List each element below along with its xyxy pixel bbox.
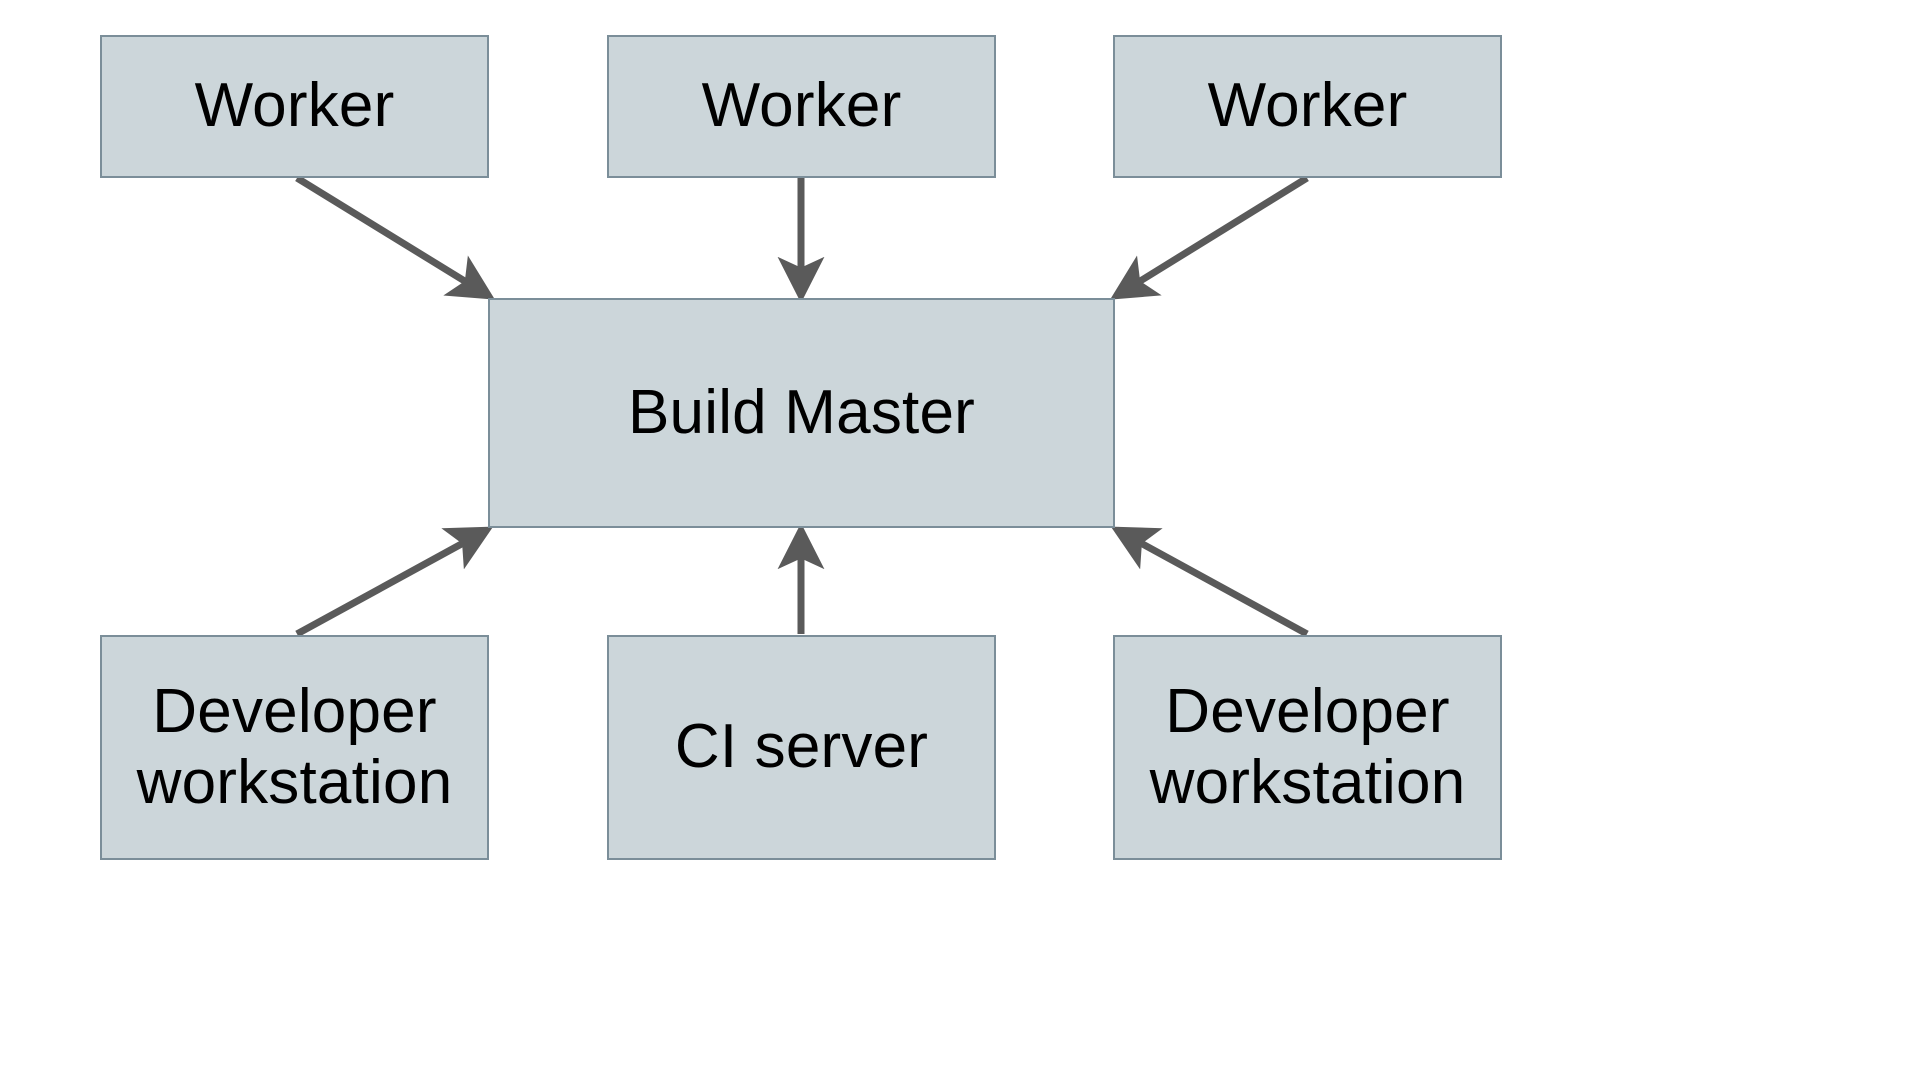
node-label-developer-workstation-1: Developer workstation xyxy=(136,676,453,817)
edge-developer-workstation-1-to-master-arrow-icon xyxy=(295,526,494,638)
node-worker-3[interactable]: Worker xyxy=(1113,35,1502,178)
node-worker-2[interactable]: Worker xyxy=(607,35,996,178)
node-label-ci-server: CI server xyxy=(674,712,929,782)
node-label-worker-2: Worker xyxy=(701,71,902,141)
node-label-worker-1: Worker xyxy=(194,71,395,141)
node-label-worker-3: Worker xyxy=(1207,71,1408,141)
edge-developer-workstation-2-to-master-arrow-icon xyxy=(1110,526,1309,638)
node-developer-workstation-1[interactable]: Developer workstation xyxy=(100,635,489,860)
edge-worker-3-to-master-arrow-icon xyxy=(1110,175,1309,300)
node-label-build-master: Build Master xyxy=(628,377,975,447)
edge-worker-1-to-master-arrow-icon xyxy=(295,175,495,300)
node-ci-server[interactable]: CI server xyxy=(607,635,996,860)
node-label-developer-workstation-2: Developer workstation xyxy=(1149,676,1466,817)
node-worker-1[interactable]: Worker xyxy=(100,35,489,178)
node-build-master[interactable]: Build Master xyxy=(488,298,1115,528)
node-developer-workstation-2[interactable]: Developer workstation xyxy=(1113,635,1502,860)
